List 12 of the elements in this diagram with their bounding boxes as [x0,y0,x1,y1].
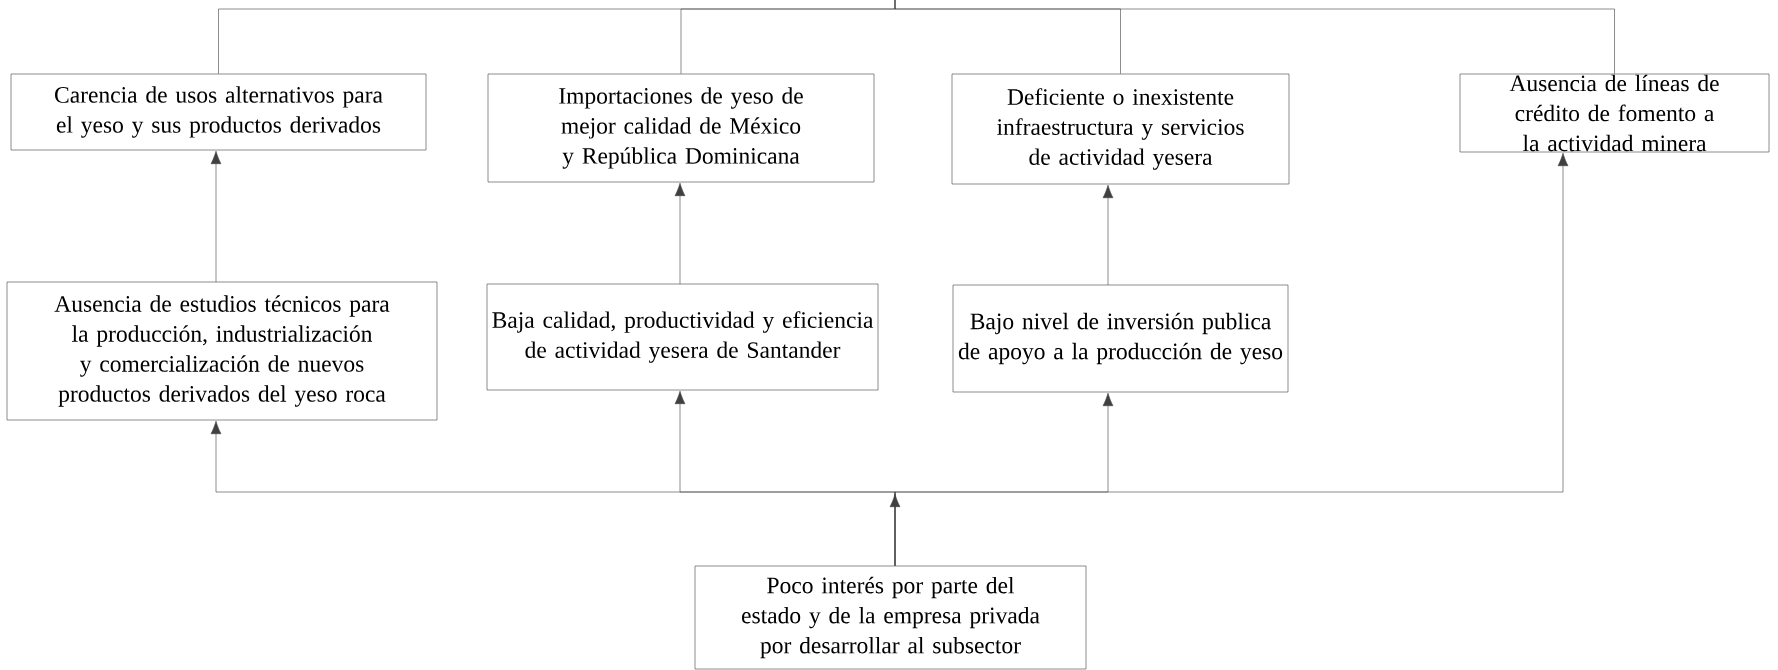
cause-box: Baja calidad, productividad y eficiencia de actividad yesera de Santander [486,283,879,391]
cause-box: Carencia de usos alternativos para el yeso y sus productos derivados [10,73,427,151]
cause-box: Bajo nivel de inversión publica de apoyo a la producción de yeso [952,284,1289,393]
cause-box: Importaciones de yeso de mejor calidad de México y República Dominicana [487,73,875,183]
cause-box: Poco interés por parte del estado y de la empresa privada por desarrollar al subsector [694,565,1087,670]
arrow [889,493,901,566]
arrow [210,150,222,283]
cause-box: Ausencia de líneas de crédito de fomento a la actividad minera [1459,73,1770,153]
cause-box: Ausencia de estudios técnicos para la producción, industrialización y comercialización de nuevos productos derivados del yeso roca [6,281,438,421]
cause-box: Deficiente o inexistente infraestructura y servicios de actividad yesera [951,73,1290,185]
arrow [1102,184,1114,286]
arrow [674,182,686,285]
